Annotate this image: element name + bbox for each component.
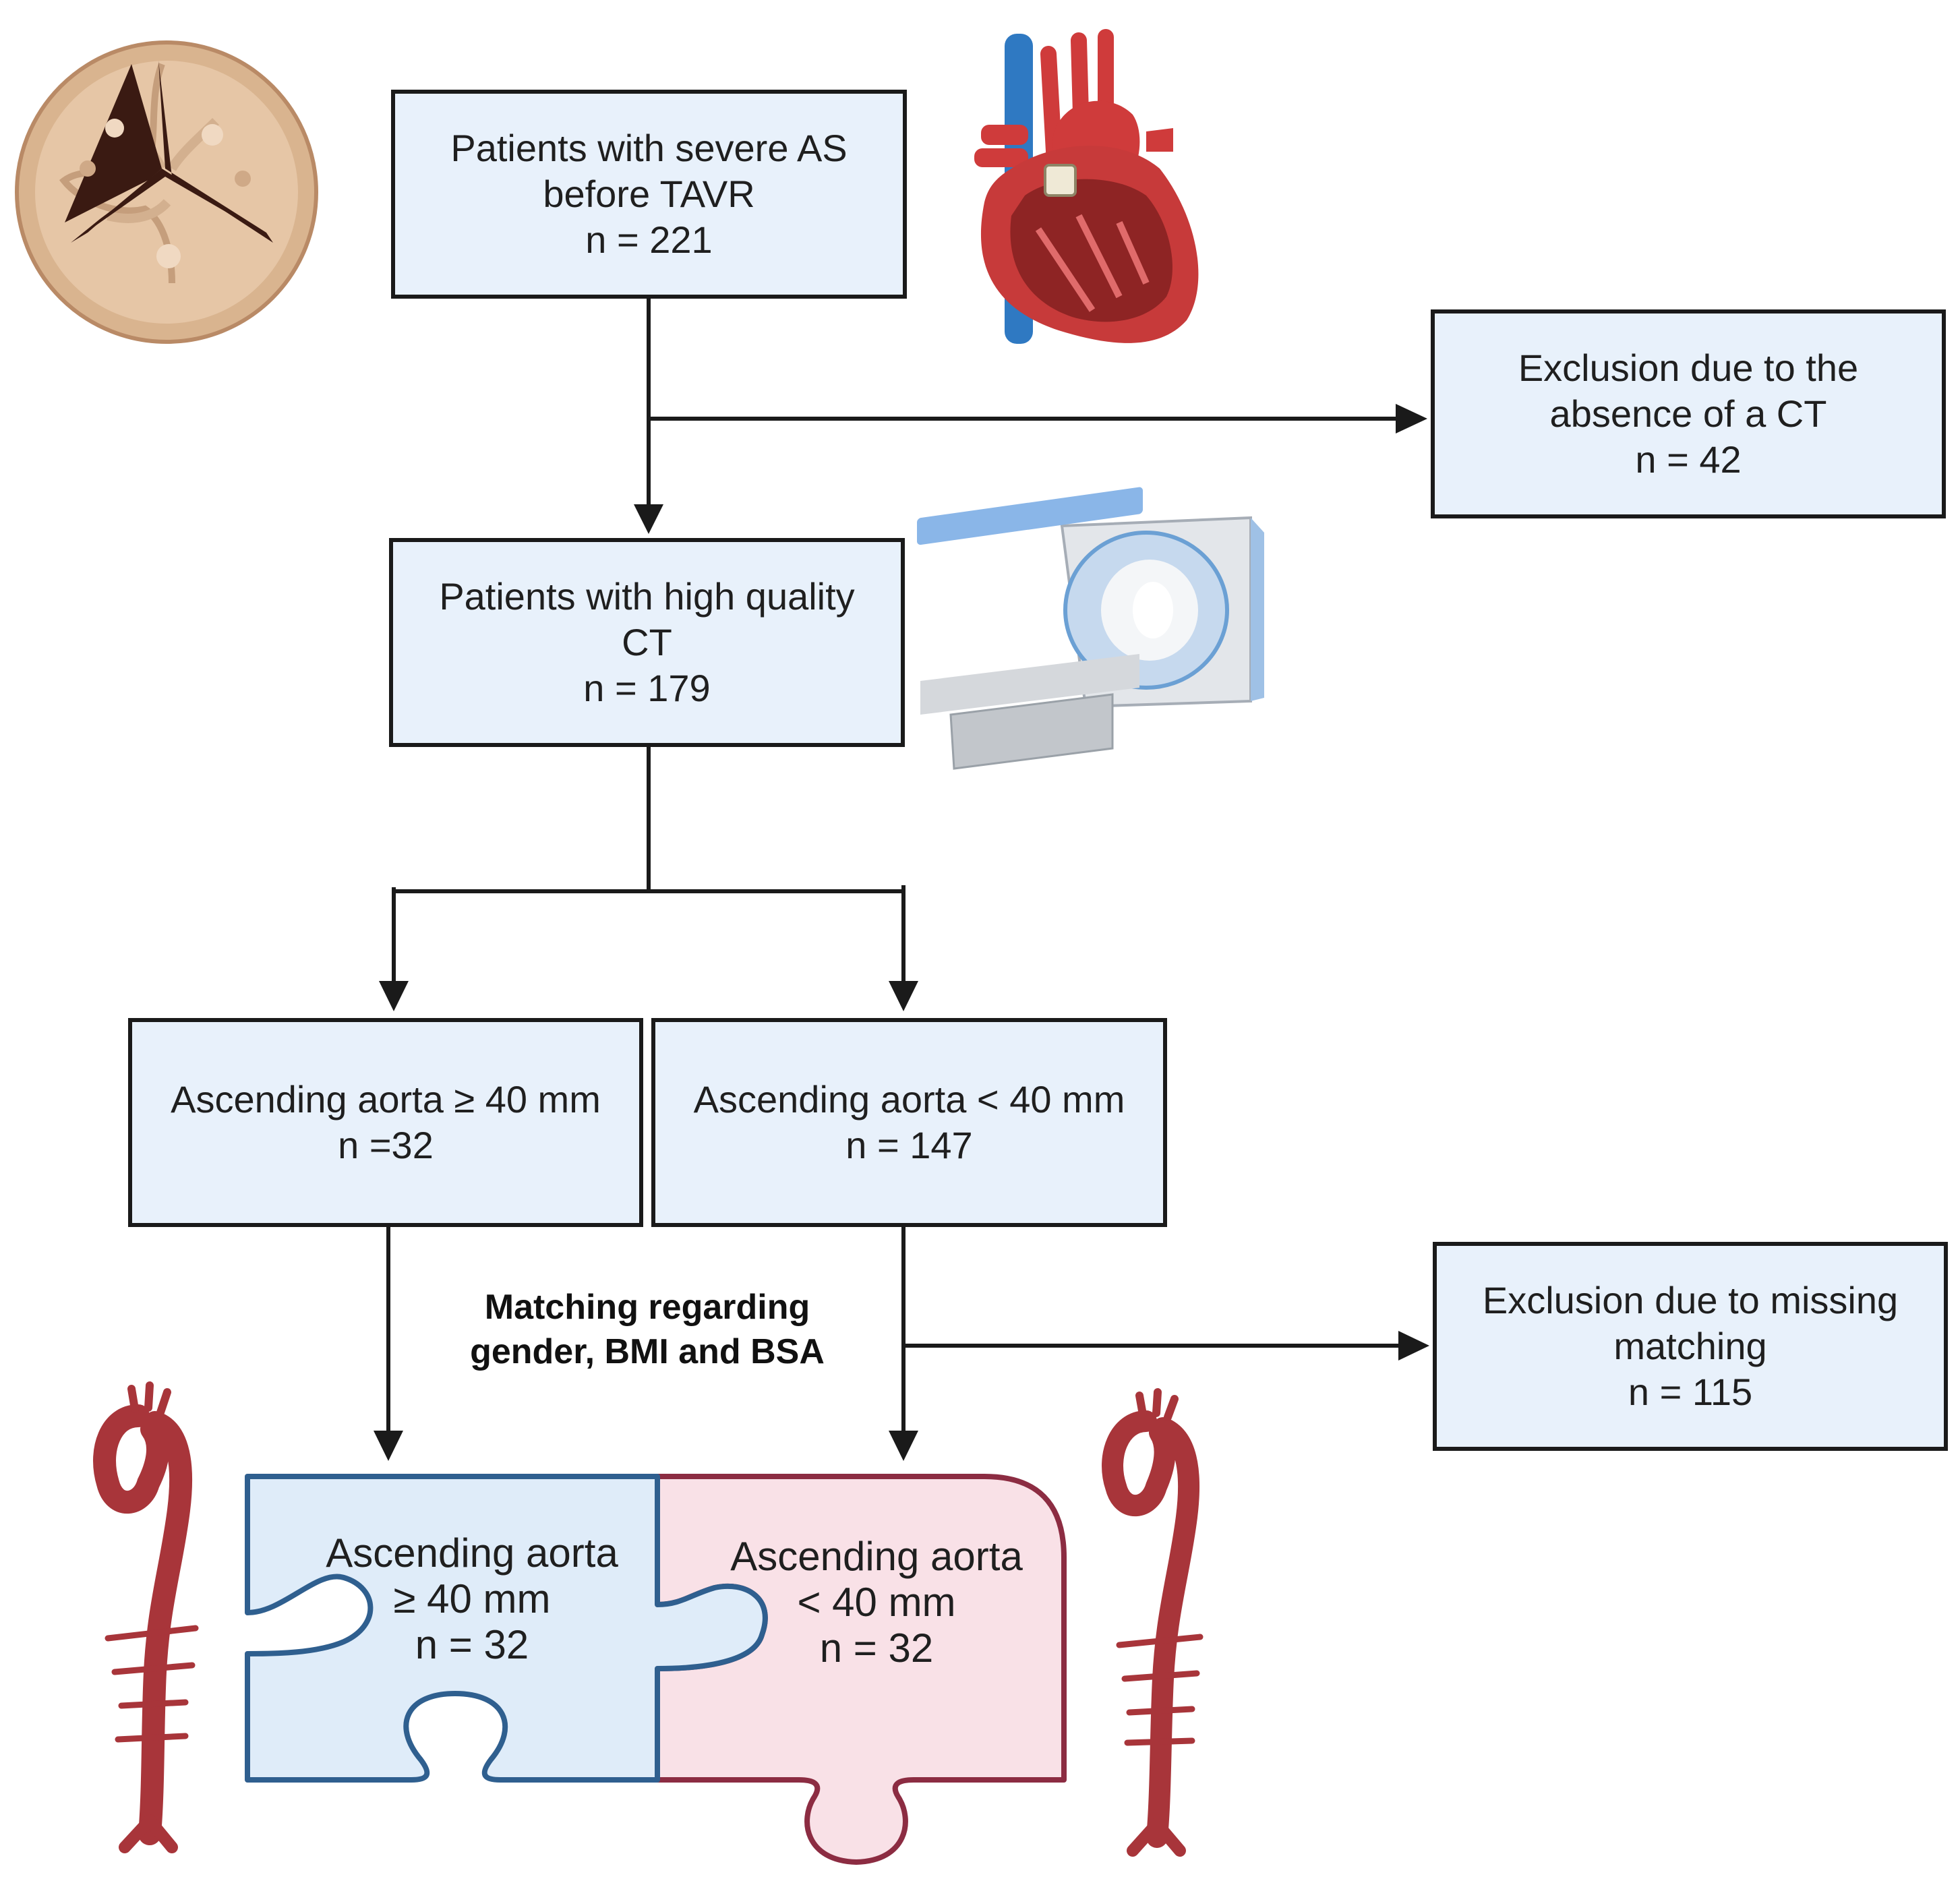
arrowhead-left-down — [374, 1431, 403, 1461]
box-severe-as: Patients with severe AS before TAVR n = … — [391, 90, 907, 299]
matching-note-line1: Matching regarding — [484, 1288, 810, 1327]
aorta-icon — [93, 1381, 199, 1853]
puzzle-right-line1: Ascending aorta — [730, 1534, 1023, 1579]
arrowhead-right-down — [889, 1431, 918, 1461]
puzzle-right-line3: n = 32 — [819, 1625, 934, 1671]
arrowhead-exclusion-ct — [1396, 404, 1427, 434]
puzzle-piece-left — [245, 1474, 768, 1783]
box-aorta-lt40-line1: Ascending aorta < 40 mm — [693, 1078, 1125, 1120]
arrowhead-split-right — [889, 981, 918, 1011]
puzzle-right-line2: < 40 mm — [797, 1580, 956, 1625]
box-high-quality-ct-line2: CT — [622, 621, 672, 663]
box-severe-as-line2: before TAVR — [543, 173, 755, 215]
box-exclusion-matching: Exclusion due to missing matching n = 11… — [1433, 1242, 1948, 1451]
ct-scanner-icon — [917, 487, 1264, 770]
box-exclusion-matching-line1: Exclusion due to missing — [1482, 1279, 1899, 1321]
box-exclusion-ct-line1: Exclusion due to the — [1518, 347, 1859, 389]
arrowhead-split-left — [379, 981, 409, 1011]
box-exclusion-matching-line3: n = 115 — [1628, 1371, 1753, 1413]
box-severe-as-line1: Patients with severe AS — [450, 127, 848, 169]
box-exclusion-ct: Exclusion due to the absence of a CT n =… — [1431, 309, 1946, 518]
box-aorta-lt40: Ascending aorta < 40 mm n = 147 — [651, 1018, 1167, 1227]
box-exclusion-ct-line3: n = 42 — [1635, 438, 1742, 481]
connector-split — [392, 745, 905, 986]
box-aorta-ge40-line1: Ascending aorta ≥ 40 mm — [171, 1078, 601, 1120]
aorta-icon — [1102, 1388, 1204, 1857]
matching-note-line2: gender, BMI and BSA — [470, 1332, 825, 1371]
box-high-quality-ct-line3: n = 179 — [583, 667, 711, 709]
heart-icon — [974, 29, 1199, 344]
box-aorta-ge40-line2: n =32 — [338, 1124, 434, 1166]
box-aorta-ge40: Ascending aorta ≥ 40 mm n =32 — [128, 1018, 643, 1227]
puzzle-left-line3: n = 32 — [415, 1622, 529, 1667]
box-exclusion-ct-line2: absence of a CT — [1549, 392, 1827, 435]
arrowhead-exclusion-matching — [1398, 1331, 1429, 1361]
matching-note: Matching regarding gender, BMI and BSA — [432, 1285, 863, 1374]
box-exclusion-matching-line2: matching — [1613, 1325, 1767, 1367]
aortic-valve-icon — [15, 40, 318, 344]
box-high-quality-ct-line1: Patients with high quality — [439, 575, 855, 618]
box-severe-as-line3: n = 221 — [585, 218, 713, 261]
puzzle-right-label: Ascending aorta < 40 mm n = 32 — [701, 1534, 1052, 1671]
puzzle-left-line2: ≥ 40 mm — [393, 1576, 551, 1621]
puzzle-left-label: Ascending aorta ≥ 40 mm n = 32 — [297, 1530, 647, 1668]
arrowhead-main-1 — [634, 504, 663, 534]
box-high-quality-ct: Patients with high quality CT n = 179 — [389, 538, 905, 747]
puzzle-left-line1: Ascending aorta — [326, 1530, 618, 1576]
box-aorta-lt40-line2: n = 147 — [845, 1124, 973, 1166]
